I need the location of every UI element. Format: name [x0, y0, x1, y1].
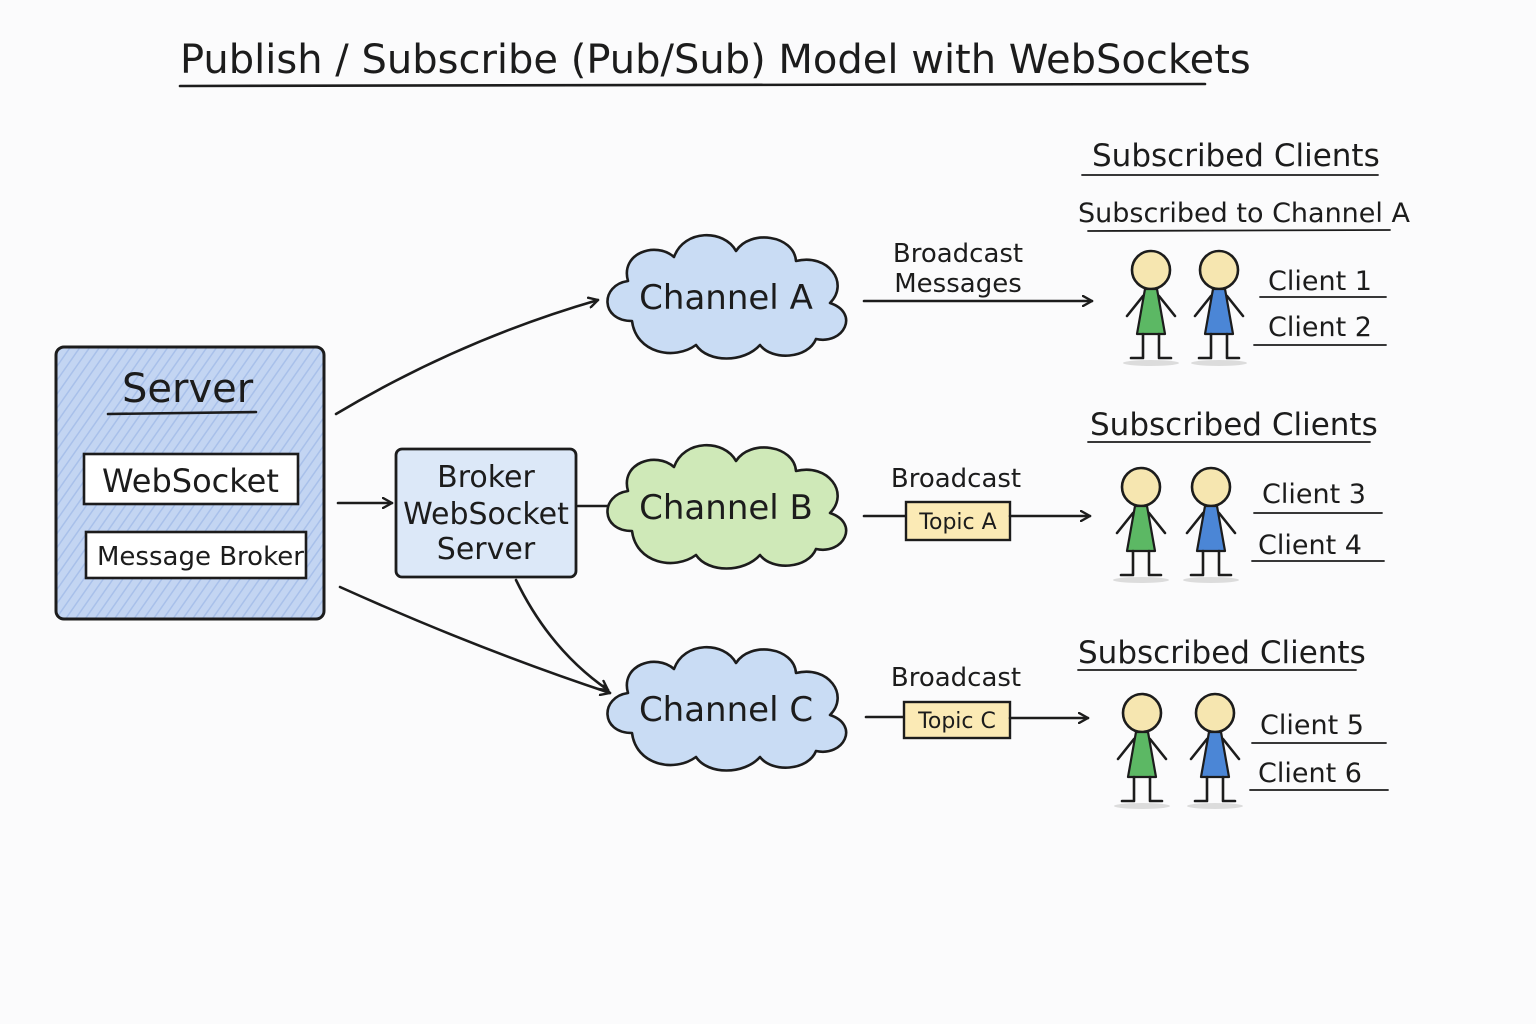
- client-4-label: Client 4: [1258, 530, 1362, 561]
- broker-line-1: Broker: [437, 460, 535, 495]
- websocket-label: WebSocket: [102, 462, 279, 500]
- server-box: Server WebSocket Message Broker: [54, 345, 326, 621]
- topic-c-tag: [902, 700, 1012, 740]
- topic-c-label: Topic C: [917, 709, 996, 734]
- channel-b-label: Channel B: [639, 488, 813, 528]
- channel-a-broadcast-line-1: Broadcast: [893, 239, 1023, 269]
- server-to-channel-c-arrow: [338, 585, 612, 693]
- stick-figure-icon: [1123, 249, 1179, 366]
- broker-line-2: WebSocket: [403, 497, 569, 532]
- message-broker-label: Message Broker: [97, 542, 304, 572]
- channel-c-cloud: Channel C: [606, 645, 848, 772]
- cloud-icon: [606, 443, 848, 570]
- broker-to-channel-c-arrow: [514, 578, 610, 692]
- client-6-label: Client 6: [1258, 758, 1362, 789]
- topic-a-tag: [904, 500, 1012, 542]
- channel-a-label: Channel A: [639, 278, 813, 318]
- channel-b-cloud: Channel B: [606, 443, 848, 570]
- cloud-icon: [606, 233, 848, 360]
- broker-box: Broker WebSocket Server: [394, 447, 578, 579]
- client-1-label: Client 1: [1268, 266, 1372, 297]
- client-5-label: Client 5: [1260, 710, 1364, 741]
- broker-line-3: Server: [437, 532, 536, 567]
- channel-a-broadcast-line-2: Messages: [894, 269, 1022, 299]
- topic-a-label: Topic A: [918, 510, 996, 535]
- section-b-heading: Subscribed Clients: [1090, 407, 1378, 443]
- channel-b-broadcast-label: Broadcast: [891, 464, 1021, 494]
- client-figures: [1113, 249, 1247, 809]
- section-a-subheading-underline: [1087, 229, 1391, 232]
- server-label: Server: [122, 366, 254, 412]
- server-to-channel-a-arrow: [334, 300, 600, 416]
- section-a-heading: Subscribed Clients: [1092, 138, 1380, 174]
- stick-figure-icon: [1114, 692, 1170, 809]
- message-broker-box: [84, 530, 308, 580]
- diagram-title: Publish / Subscribe (Pub/Sub) Model with…: [180, 37, 1251, 83]
- client-3-label: Client 3: [1262, 479, 1366, 510]
- stick-figure-icon: [1187, 692, 1243, 809]
- stick-figure-icon: [1113, 466, 1169, 583]
- section-a-subheading: Subscribed to Channel A: [1078, 198, 1410, 229]
- section-c-heading: Subscribed Clients: [1078, 635, 1366, 671]
- title-underline: [178, 82, 1207, 88]
- websocket-box: [82, 452, 300, 506]
- stick-figure-icon: [1191, 249, 1247, 366]
- channel-c-broadcast-label: Broadcast: [891, 663, 1021, 693]
- channel-c-label: Channel C: [639, 690, 813, 730]
- cloud-icon: [606, 645, 848, 772]
- stick-figure-icon: [1183, 466, 1239, 583]
- client-2-label: Client 2: [1268, 312, 1372, 343]
- channel-a-cloud: Channel A: [606, 233, 848, 360]
- server-label-underline: [106, 410, 258, 416]
